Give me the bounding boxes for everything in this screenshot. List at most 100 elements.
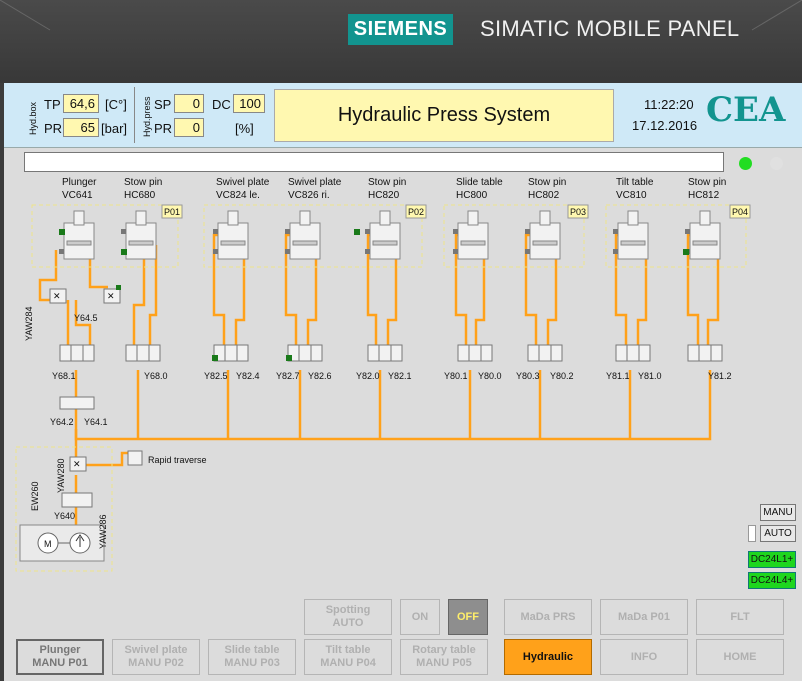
component-code-7: VC810	[616, 190, 647, 201]
cylinder-7[interactable]	[613, 210, 649, 260]
directional-valve-8[interactable]	[687, 344, 723, 362]
group-tag-p01: P01	[164, 207, 180, 217]
tilt-table-manu-p04-button[interactable]: Tilt table MANU P04	[304, 639, 392, 675]
sp-value: 0	[174, 94, 204, 113]
group-box-p03	[443, 204, 585, 268]
label-y645: Y64.5	[74, 313, 98, 323]
valve-status-led-0	[212, 355, 218, 361]
valve-set	[59, 344, 723, 362]
header-bar: Hyd.box TP 64,6 [C°] PR 65 [bar] Hyd.pre…	[4, 83, 802, 148]
valve-label-Y68-1: Y68.1	[52, 371, 76, 381]
svg-text:✕: ✕	[73, 459, 81, 469]
clock-date: 17.12.2016	[632, 118, 698, 133]
cylinder-8[interactable]	[685, 210, 721, 260]
label-yaw280: YAW280	[56, 458, 66, 493]
auto-indicator[interactable]: AUTO	[760, 525, 796, 542]
manu-indicator[interactable]: MANU	[760, 504, 796, 521]
component-name-7: Tilt table	[616, 177, 654, 188]
tp-value: 64,6	[63, 94, 99, 113]
component-name-5: Slide table	[456, 177, 503, 188]
cylinder-status-led-2	[354, 229, 360, 235]
page-title: Hydraulic Press System	[274, 89, 614, 142]
alarm-message-line[interactable]	[24, 152, 724, 172]
dc-value: 100	[233, 94, 265, 113]
pr-label: PR	[44, 121, 63, 136]
component-name-2: Swivel plate	[216, 177, 270, 188]
cylinder-1[interactable]	[121, 210, 157, 260]
group-tag-p03: P03	[570, 207, 586, 217]
directional-valve-6[interactable]	[527, 344, 563, 362]
press-pr-value: 0	[174, 118, 204, 137]
directional-valve-0[interactable]	[59, 344, 95, 362]
mada-prs-button[interactable]: MaDa PRS	[504, 599, 592, 635]
hydbox-label: Hyd.box	[28, 101, 38, 135]
pr-value: 65	[63, 118, 99, 137]
slide-table-manu-p03-button[interactable]: Slide table MANU P03	[208, 639, 296, 675]
valve-label-Y80-3: Y80.3	[516, 371, 540, 381]
cylinder-3[interactable]	[285, 210, 321, 260]
on-button[interactable]: ON	[400, 599, 440, 635]
component-code-3: VC826 ri.	[288, 190, 330, 201]
spotting-auto-button[interactable]: Spotting AUTO	[304, 599, 392, 635]
valve-yaw284-a	[49, 288, 67, 304]
dc-label: DC	[212, 97, 231, 112]
valve-label-Y80-2: Y80.2	[550, 371, 574, 381]
rotary-table-manu-p05-button[interactable]: Rotary table MANU P05	[400, 639, 488, 675]
label-yaw284: YAW284	[24, 306, 34, 341]
component-code-5: HC800	[456, 190, 488, 201]
directional-valve-4[interactable]	[367, 344, 403, 362]
sp-label: SP	[154, 97, 172, 112]
home-button[interactable]: HOME	[696, 639, 784, 675]
swivel-plate-manu-p02-button[interactable]: Swivel plate MANU P02	[112, 639, 200, 675]
group-box-pump	[15, 446, 113, 572]
cylinder-2[interactable]	[213, 210, 249, 260]
hydraulic-button[interactable]: Hydraulic	[504, 639, 592, 675]
panel-model-title: SIMATIC MOBILE PANEL	[480, 16, 740, 41]
svg-text:✕: ✕	[107, 291, 115, 301]
component-code-4: HC820	[368, 190, 400, 201]
bezel-lines	[0, 0, 802, 31]
directional-valve-7[interactable]	[615, 344, 651, 362]
plunger-manu-p01-button[interactable]: Plunger MANU P01	[16, 639, 104, 675]
aux-valve-group: ✕ ✕ ✕	[19, 285, 143, 562]
cylinder-status-led-0	[59, 229, 65, 235]
cylinder-5[interactable]	[453, 210, 489, 260]
component-name-1: Stow pin	[124, 177, 162, 188]
cea-logo: CEA	[706, 90, 786, 130]
valve-label-Y81-0: Y81.0	[638, 371, 662, 381]
valve-label-Y80-0: Y80.0	[478, 371, 502, 381]
valve-label-Y82-4: Y82.4	[236, 371, 260, 381]
group-tag-box-p04	[729, 204, 751, 219]
directional-valve-5[interactable]	[457, 344, 493, 362]
directional-valve-3[interactable]	[287, 344, 323, 362]
directional-valve-2[interactable]	[213, 344, 249, 362]
svg-text:✕: ✕	[53, 291, 61, 301]
component-name-8: Stow pin	[688, 177, 726, 188]
group-tag-box-p01	[161, 204, 183, 219]
cylinder-0[interactable]	[59, 210, 95, 260]
valve-y640	[61, 492, 93, 508]
component-code-2: VC824 le.	[216, 190, 260, 201]
flt-button[interactable]: FLT	[696, 599, 784, 635]
off-button[interactable]: OFF	[448, 599, 488, 635]
component-code-6: HC802	[528, 190, 560, 201]
info-button[interactable]: INFO	[600, 639, 688, 675]
tp-label: TP	[44, 97, 61, 112]
clock-time: 11:22:20	[644, 97, 694, 112]
press-pr-unit: [%]	[235, 121, 254, 136]
directional-valve-1[interactable]	[125, 344, 161, 362]
component-code-0: VC641	[62, 190, 93, 201]
panel-bezel: SIEMENS SIMATIC MOBILE PANEL	[0, 0, 802, 83]
label-motor: M	[44, 539, 52, 549]
valve-y642	[59, 396, 95, 410]
valve-status-led-1	[286, 355, 292, 361]
valve-label-Y82-1: Y82.1	[388, 371, 412, 381]
cylinder-6[interactable]	[525, 210, 561, 260]
cylinder-4[interactable]	[365, 210, 401, 260]
label-y641: Y64.1	[84, 417, 108, 427]
mada-p01-button[interactable]: MaDa P01	[600, 599, 688, 635]
